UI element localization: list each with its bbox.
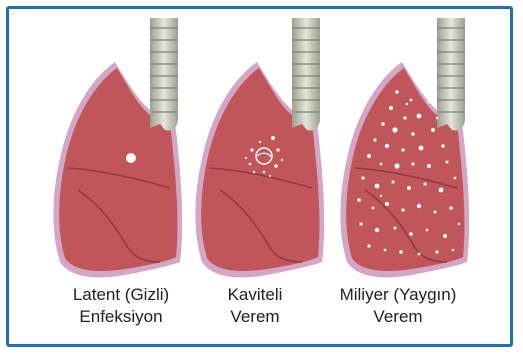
- lung-miliary: [340, 18, 469, 277]
- lung-cavitary: [195, 18, 324, 277]
- caption-miliary-line2: Verem: [313, 306, 483, 328]
- latent-lesion: [126, 153, 136, 163]
- caption-miliary: Miliyer (Yaygın) Verem: [313, 284, 483, 328]
- lung-latent: [53, 18, 182, 277]
- caption-miliary-line1: Miliyer (Yaygın): [313, 284, 483, 306]
